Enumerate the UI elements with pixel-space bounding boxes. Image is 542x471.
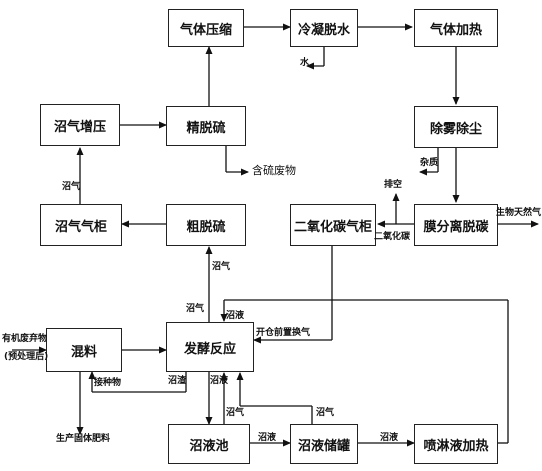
- node-co2-holder: 二氧化碳气柜: [290, 204, 376, 246]
- label-impurities: 杂质: [420, 158, 439, 168]
- label-purge: 开仓前置换气: [256, 328, 311, 338]
- label-biogas-ferm: 沼气: [186, 304, 205, 314]
- label-biogas-coarse: 沼气: [212, 262, 231, 272]
- node-fine-desulf: 精脱硫: [166, 106, 246, 146]
- node-gas-compress: 气体压缩: [168, 9, 244, 47]
- node-condense-dewater: 冷凝脱水: [290, 9, 358, 47]
- label-digestate-pool-in: 沼液: [210, 376, 229, 386]
- label-vent: 排空: [384, 180, 403, 190]
- label-digestate-return: 沼液: [226, 311, 245, 321]
- node-membrane-decarb: 膜分离脱碳: [414, 204, 498, 246]
- node-fermentation: 发酵反应: [166, 322, 254, 372]
- node-spray-heat: 喷淋液加热: [414, 424, 498, 464]
- label-digestate-tank-spray: 沼液: [380, 433, 399, 443]
- label-residue: 沼渣: [168, 376, 187, 386]
- node-demist-dust: 除雾除尘: [414, 106, 498, 148]
- node-biogas-holder: 沼气气柜: [40, 204, 122, 246]
- node-mixing: 混料: [46, 328, 122, 372]
- node-digestate-pool: 沼液池: [168, 424, 250, 464]
- label-biogas-pool: 沼气: [226, 408, 245, 418]
- node-biogas-boost: 沼气增压: [40, 104, 120, 146]
- label-feed-2: (预处理后): [4, 352, 49, 362]
- label-co2: 二氧化碳: [374, 232, 411, 242]
- label-biogas-tank: 沼气: [316, 408, 335, 418]
- label-biogas-holder: 沼气: [62, 182, 81, 192]
- node-gas-heat: 气体加热: [414, 9, 498, 47]
- label-inoculum: 接种物: [94, 378, 122, 388]
- node-coarse-desulf: 粗脱硫: [166, 204, 246, 246]
- label-water: 水: [300, 58, 310, 68]
- label-sulfur-waste: 含硫废物: [252, 164, 296, 177]
- label-product-gas: 生物天然气: [496, 208, 542, 218]
- label-feed-1: 有机废弃物: [2, 334, 48, 344]
- label-digestate-pool-tank: 沼液: [258, 433, 277, 443]
- label-solid-fertilizer: 生产固体肥料: [56, 434, 111, 444]
- node-digestate-tank: 沼液储罐: [290, 424, 358, 464]
